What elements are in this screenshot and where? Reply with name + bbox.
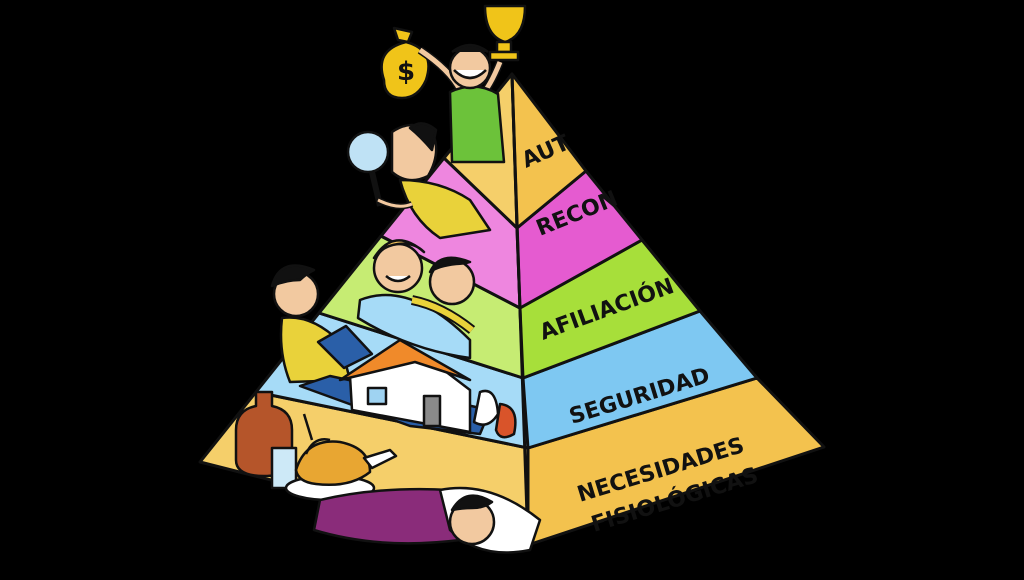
friends-hugging-icon [356, 239, 476, 360]
person-sleeping-icon [312, 486, 542, 554]
food-and-drink-icon [234, 390, 398, 502]
person-with-magnifier-icon [346, 122, 492, 240]
svg-text:$: $ [397, 57, 415, 87]
pyramid-right-face [510, 72, 826, 547]
house-icon [338, 338, 472, 434]
person-with-money-and-trophy-icon: $ [380, 4, 527, 164]
